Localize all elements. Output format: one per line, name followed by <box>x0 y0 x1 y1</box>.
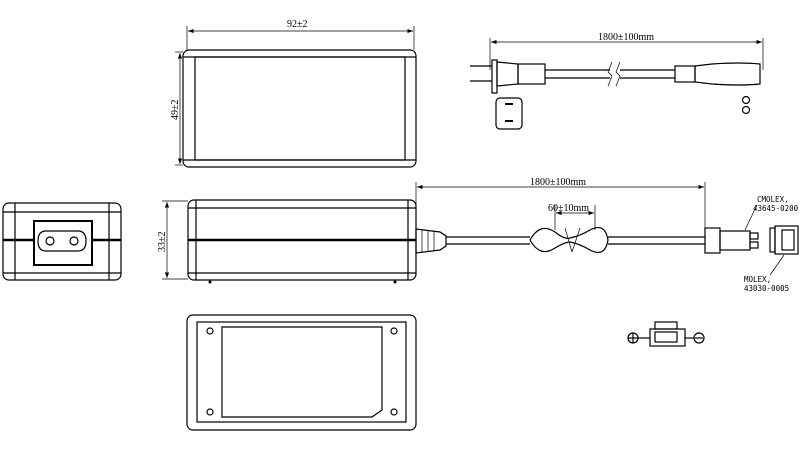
cable-bundle <box>529 227 609 253</box>
receptacle-connector[interactable] <box>769 225 799 276</box>
screw-hole <box>390 327 398 335</box>
width-dimension <box>186 26 415 50</box>
plug-face <box>495 97 523 130</box>
height-dimension <box>175 51 183 166</box>
ac-inlet-socket <box>33 220 93 266</box>
top-view <box>175 26 417 168</box>
polarity-diagram <box>627 321 705 347</box>
width-label: 92±2 <box>287 19 308 30</box>
depth-label: 33±2 <box>157 232 168 253</box>
plug-label: CMOLEX, <box>757 195 789 204</box>
end-view <box>2 202 122 281</box>
strain-relief <box>415 228 447 254</box>
depth-dimension <box>162 200 188 280</box>
ac-cord-length-label: 1800±100mm <box>598 32 654 43</box>
ac-cord <box>470 38 764 130</box>
negative-icon <box>693 332 705 344</box>
screw-hole <box>206 327 214 335</box>
dc-plug-connector[interactable] <box>704 204 759 254</box>
side-view <box>162 182 799 284</box>
receptacle-part: 43030-0005 <box>744 284 789 293</box>
receptacle-label: MOLEX, <box>744 275 771 284</box>
plug-part: 43645-0200 <box>753 204 799 213</box>
screw-hole <box>390 408 398 416</box>
bottom-view <box>186 314 417 431</box>
cable-length-dimension <box>415 182 706 230</box>
dc-cable <box>446 227 705 253</box>
height-label: 49±2 <box>170 100 181 121</box>
ac-plug <box>491 59 498 94</box>
screw-hole <box>206 408 214 416</box>
bundle-length-label: 60±10mm <box>548 203 589 214</box>
dc-cable-length-label: 1800±100mm <box>530 177 586 188</box>
